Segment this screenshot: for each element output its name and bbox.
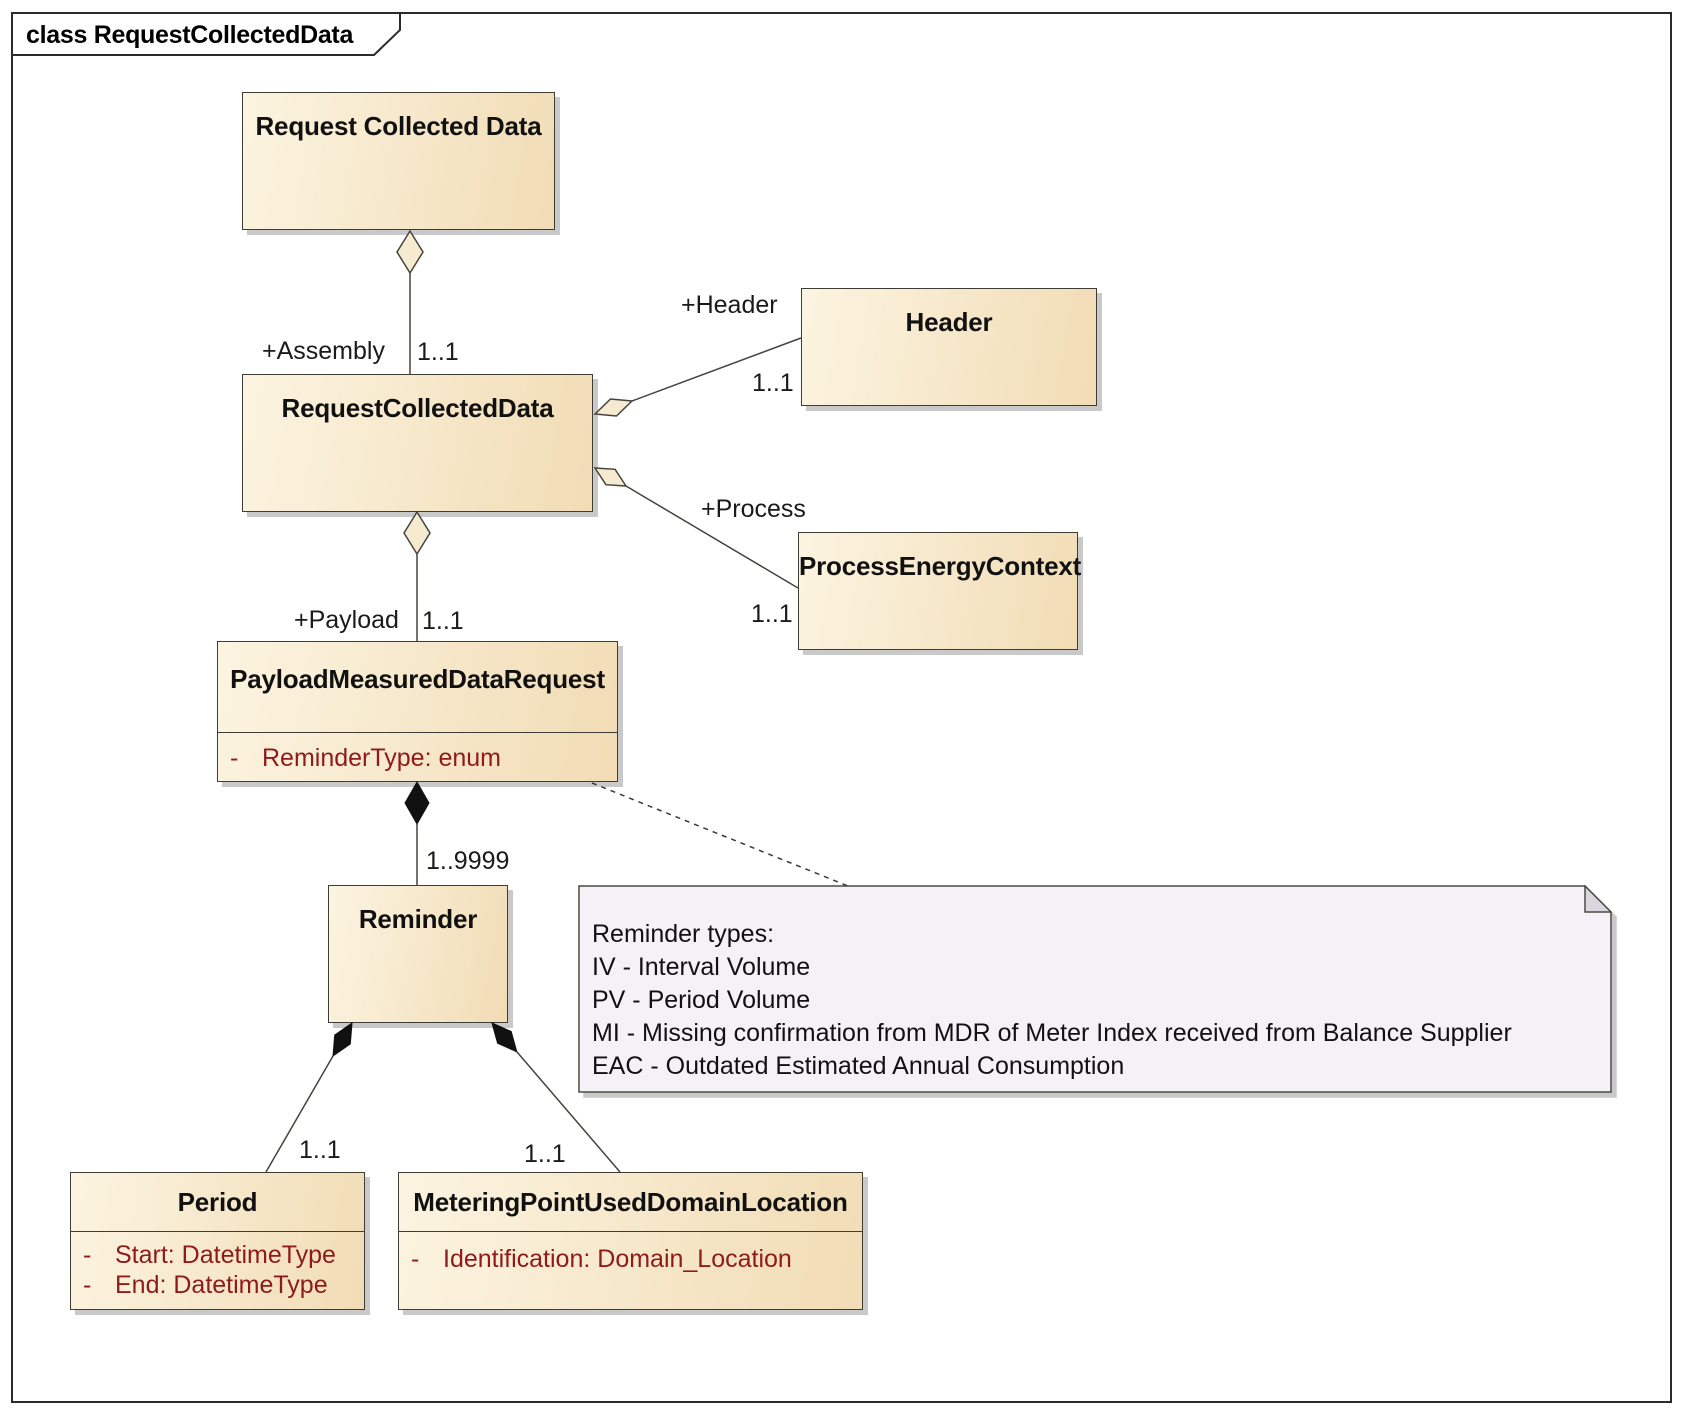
role-label-assembly: +Assembly bbox=[262, 337, 385, 365]
attribute-text: End: DatetimeType bbox=[115, 1271, 328, 1299]
note-line: EAC - Outdated Estimated Annual Consumpt… bbox=[592, 1052, 1125, 1080]
multiplicity-label-assembly: 1..1 bbox=[417, 338, 459, 366]
multiplicity-label-period: 1..1 bbox=[299, 1136, 341, 1164]
visibility-marker: - bbox=[83, 1241, 92, 1269]
class-name: RequestCollectedData bbox=[281, 393, 554, 423]
visibility-marker: - bbox=[230, 744, 239, 772]
class-name: ProcessEnergyContext bbox=[799, 551, 1082, 581]
class-name: Request Collected Data bbox=[255, 111, 542, 141]
attribute-compartment: - ReminderType: enum bbox=[218, 732, 617, 781]
role-label-header: +Header bbox=[681, 291, 778, 319]
class-request-collected-data[interactable]: RequestCollectedData bbox=[242, 374, 593, 512]
note-fold-icon bbox=[1584, 885, 1612, 913]
note-reminder-types[interactable]: Reminder types: IV - Interval Volume PV … bbox=[578, 885, 1612, 1093]
role-label-payload: +Payload bbox=[294, 606, 399, 634]
class-payload-measured-data-request[interactable]: PayloadMeasuredDataRequest - ReminderTyp… bbox=[217, 641, 618, 782]
class-name: Reminder bbox=[358, 904, 478, 934]
class-request-collected-data-assembly[interactable]: Request Collected Data bbox=[242, 92, 555, 230]
class-name: PayloadMeasuredDataRequest bbox=[230, 664, 605, 694]
class-reminder[interactable]: Reminder bbox=[328, 885, 508, 1023]
attribute-text: Start: DatetimeType bbox=[115, 1241, 336, 1269]
visibility-marker: - bbox=[411, 1245, 420, 1273]
class-name: Header bbox=[905, 307, 993, 337]
class-header[interactable]: Header bbox=[801, 288, 1097, 406]
attribute: - Start: DatetimeType bbox=[71, 1240, 364, 1270]
multiplicity-label-reminder: 1..9999 bbox=[426, 847, 510, 875]
note-line: PV - Period Volume bbox=[592, 986, 811, 1014]
multiplicity-label-header: 1..1 bbox=[752, 369, 794, 397]
note-line: Reminder types: bbox=[592, 920, 775, 948]
diagram-frame bbox=[11, 12, 1672, 1403]
attribute-compartment: - Identification: Domain_Location bbox=[399, 1231, 862, 1309]
class-name: Period bbox=[177, 1187, 258, 1217]
note-line: IV - Interval Volume bbox=[592, 953, 811, 981]
attribute: - ReminderType: enum bbox=[218, 743, 617, 773]
note-line: MI - Missing confirmation from MDR of Me… bbox=[592, 1019, 1512, 1047]
class-metering-point-used-domain-location[interactable]: MeteringPointUsedDomainLocation - Identi… bbox=[398, 1172, 863, 1310]
attribute-text: Identification: Domain_Location bbox=[443, 1245, 792, 1273]
role-label-process: +Process bbox=[701, 495, 806, 523]
attribute-text: ReminderType: enum bbox=[262, 744, 502, 772]
attribute: - End: DatetimeType bbox=[71, 1270, 364, 1300]
multiplicity-label-metering-point: 1..1 bbox=[524, 1140, 566, 1168]
visibility-marker: - bbox=[83, 1271, 92, 1299]
class-name: MeteringPointUsedDomainLocation bbox=[413, 1187, 848, 1217]
note-text: Reminder types: IV - Interval Volume PV … bbox=[592, 918, 1592, 1083]
diagram-tab-title: class RequestCollectedData bbox=[26, 21, 354, 49]
multiplicity-label-process: 1..1 bbox=[751, 600, 793, 628]
class-process-energy-context[interactable]: ProcessEnergyContext bbox=[798, 532, 1082, 650]
attribute: - Identification: Domain_Location bbox=[399, 1244, 862, 1274]
multiplicity-label-payload: 1..1 bbox=[422, 607, 464, 635]
class-period[interactable]: Period - Start: DatetimeType - End: Date… bbox=[70, 1172, 365, 1310]
attribute-compartment: - Start: DatetimeType - End: DatetimeTyp… bbox=[71, 1231, 364, 1309]
